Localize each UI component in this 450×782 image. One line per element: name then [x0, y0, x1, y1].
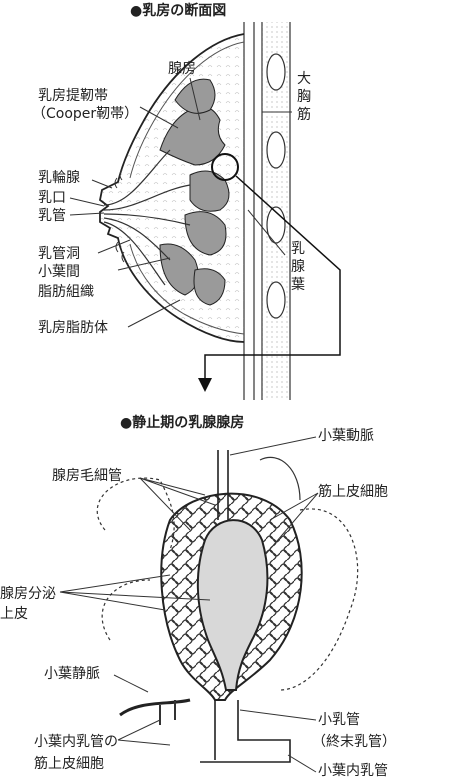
- label-acinar-epithelium-2: 上皮: [0, 606, 28, 622]
- label-gland-chamber: 腺房: [168, 61, 196, 77]
- label-cooper-ligament-paren: （Cooper靭帯）: [32, 106, 139, 122]
- zoom-connector: [204, 175, 341, 382]
- label-interlobular-fat-1: 小葉間: [38, 264, 80, 280]
- pectoralis-muscle: [243, 22, 291, 400]
- label-mammary-lobe: 乳腺葉: [291, 241, 305, 293]
- label-small-duct: 小乳管: [318, 712, 360, 728]
- label-lactiferous-sinus: 乳管洞: [38, 246, 80, 262]
- label-capillaries: 腺房毛細管: [52, 468, 122, 484]
- mammary-lobes: [159, 78, 230, 306]
- zoom-circle: [211, 153, 239, 181]
- acinus-section-title: ●静止期の乳腺腺房: [120, 415, 245, 431]
- label-lobular-vein: 小葉静脈: [44, 666, 100, 682]
- label-lobular-artery: 小葉動脈: [318, 428, 374, 444]
- section1-leaders: [69, 77, 292, 328]
- label-pectoralis-major: 大胸筋: [297, 71, 311, 123]
- zoom-arrow-icon: [198, 378, 212, 392]
- label-intralobular-myoepithelial-1: 小葉内乳管の: [34, 734, 118, 750]
- label-interlobular-fat-2: 脂肪組織: [38, 284, 94, 300]
- label-small-duct-paren: （終末乳管）: [312, 734, 396, 750]
- section2-leaders: [59, 436, 319, 773]
- label-nipple-opening: 乳口: [38, 190, 66, 206]
- label-acinar-epithelium-1: 腺房分泌: [0, 586, 56, 602]
- lactiferous-ducts: [103, 149, 191, 286]
- label-areolar-gland: 乳輪腺: [38, 170, 80, 186]
- label-myoepithelial-cell: 筋上皮細胞: [318, 484, 388, 500]
- label-intralobular-myoepithelial-2: 筋上皮細胞: [34, 756, 104, 772]
- label-intralobular-duct: 小葉内乳管: [318, 763, 388, 779]
- breast-section-title: ●乳房の断面図: [130, 3, 227, 19]
- label-breast-fat-body: 乳房脂肪体: [38, 320, 108, 336]
- label-lactiferous-duct: 乳管: [38, 208, 66, 224]
- label-cooper-ligament: 乳房提靭帯: [38, 88, 108, 104]
- acinus-diagram: [96, 450, 359, 763]
